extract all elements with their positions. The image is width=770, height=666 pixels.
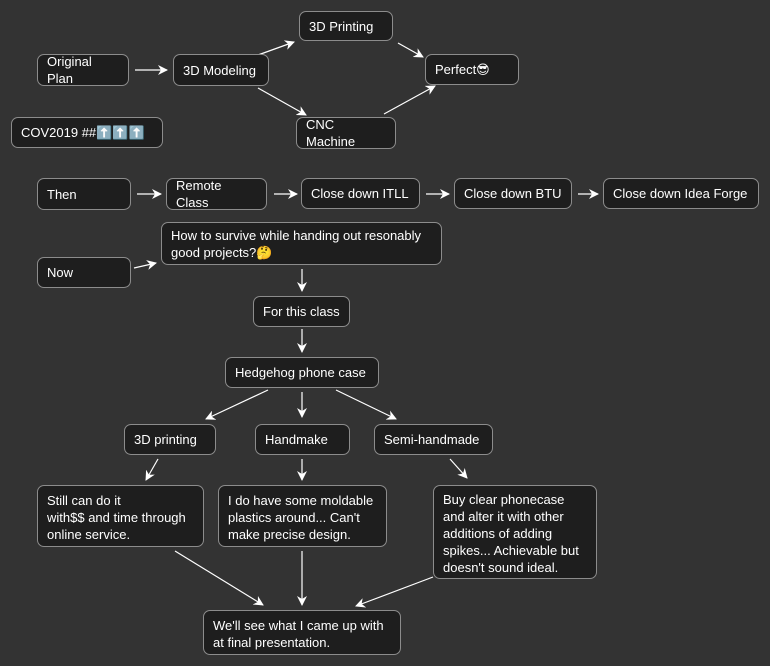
- node-close-idea-forge[interactable]: Close down Idea Forge: [603, 178, 759, 209]
- node-handmake[interactable]: Handmake: [255, 424, 350, 455]
- node-original-plan[interactable]: Original Plan: [37, 54, 129, 86]
- node-semi-handmade[interactable]: Semi-handmade: [374, 424, 493, 455]
- node-close-btu[interactable]: Close down BTU: [454, 178, 572, 209]
- node-how-to-survive[interactable]: How to survive while handing out resonab…: [161, 222, 442, 265]
- edge-modeling-to-printing: [257, 40, 295, 56]
- node-3d-printing-top[interactable]: 3D Printing: [299, 11, 393, 41]
- node-3d-printing[interactable]: 3D printing: [124, 424, 216, 455]
- edge-still-to-final: [174, 550, 264, 606]
- node-buy-clear-phonecase[interactable]: Buy clear phonecase and alter it with ot…: [433, 485, 597, 579]
- edge-modeling-to-cnc: [257, 87, 307, 116]
- node-remote-class[interactable]: Remote Class: [166, 178, 267, 210]
- edge-printing-to-perfect: [397, 42, 424, 58]
- edge-hedgehog-to-printing: [205, 389, 269, 420]
- node-close-itll[interactable]: Close down ITLL: [301, 178, 420, 209]
- node-for-this-class[interactable]: For this class: [253, 296, 350, 327]
- node-cnc-machine[interactable]: CNC Machine: [296, 117, 396, 149]
- node-3d-modeling[interactable]: 3D Modeling: [173, 54, 269, 86]
- node-moldable-plastics[interactable]: I do have some moldable plastics around.…: [218, 485, 387, 547]
- node-hedgehog-phone-case[interactable]: Hedgehog phone case: [225, 357, 379, 388]
- node-still-can-do-it[interactable]: Still can do it with$$ and time through …: [37, 485, 204, 547]
- edge-hedgehog-to-semi: [335, 389, 397, 420]
- edge-printing-to-still: [145, 458, 159, 481]
- edge-buy-to-final: [355, 576, 434, 608]
- node-final-presentation[interactable]: We'll see what I came up with at final p…: [203, 610, 401, 655]
- node-now[interactable]: Now: [37, 257, 131, 288]
- edge-cnc-to-perfect: [383, 85, 436, 115]
- edge-semi-to-buy: [449, 458, 468, 479]
- edge-now-to-survive: [133, 260, 157, 270]
- node-perfect[interactable]: Perfect😎: [425, 54, 519, 85]
- node-then[interactable]: Then: [37, 178, 131, 210]
- node-cov2019[interactable]: COV2019 ##⬆️⬆️⬆️: [11, 117, 163, 148]
